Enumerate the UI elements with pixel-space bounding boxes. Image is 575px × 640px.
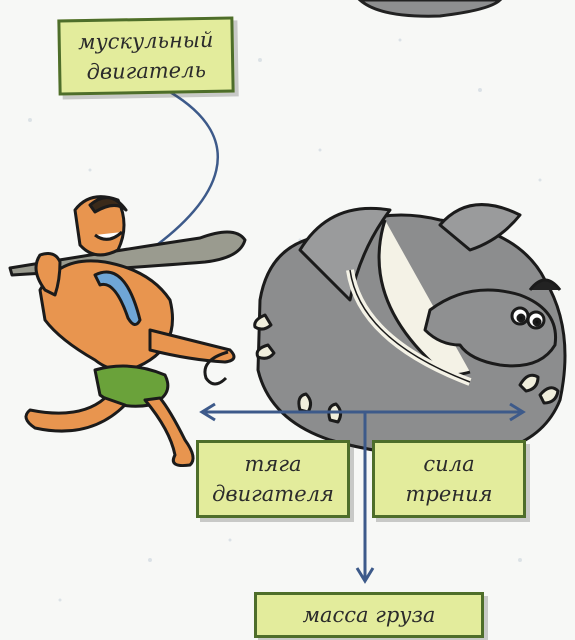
force-arrows bbox=[199, 402, 526, 584]
label-engine-thrust-line-1: тяга bbox=[244, 452, 302, 476]
label-friction-force: сила трения bbox=[372, 440, 526, 518]
arrow-down-icon bbox=[355, 567, 375, 584]
label-muscle-engine-line-1: мускульный bbox=[77, 27, 214, 55]
arrow-left-icon bbox=[199, 402, 216, 422]
connector-line bbox=[149, 90, 219, 252]
elephant bbox=[253, 203, 567, 458]
label-friction-force-line-2: трения bbox=[405, 482, 493, 506]
label-cargo-mass-text: масса груза bbox=[302, 603, 436, 627]
label-engine-thrust-line-2: двигателя bbox=[212, 482, 334, 506]
arrow-right-icon bbox=[509, 402, 526, 422]
label-engine-thrust: тяга двигателя bbox=[196, 440, 350, 518]
label-friction-force-line-1: сила bbox=[423, 452, 475, 476]
stone-top bbox=[357, 0, 503, 18]
label-muscle-engine: мускульный двигатель bbox=[57, 16, 235, 96]
label-muscle-engine-line-2: двигатель bbox=[86, 57, 207, 85]
background-speckles bbox=[28, 38, 542, 602]
caveman bbox=[8, 195, 247, 467]
label-cargo-mass: масса груза bbox=[254, 592, 484, 638]
